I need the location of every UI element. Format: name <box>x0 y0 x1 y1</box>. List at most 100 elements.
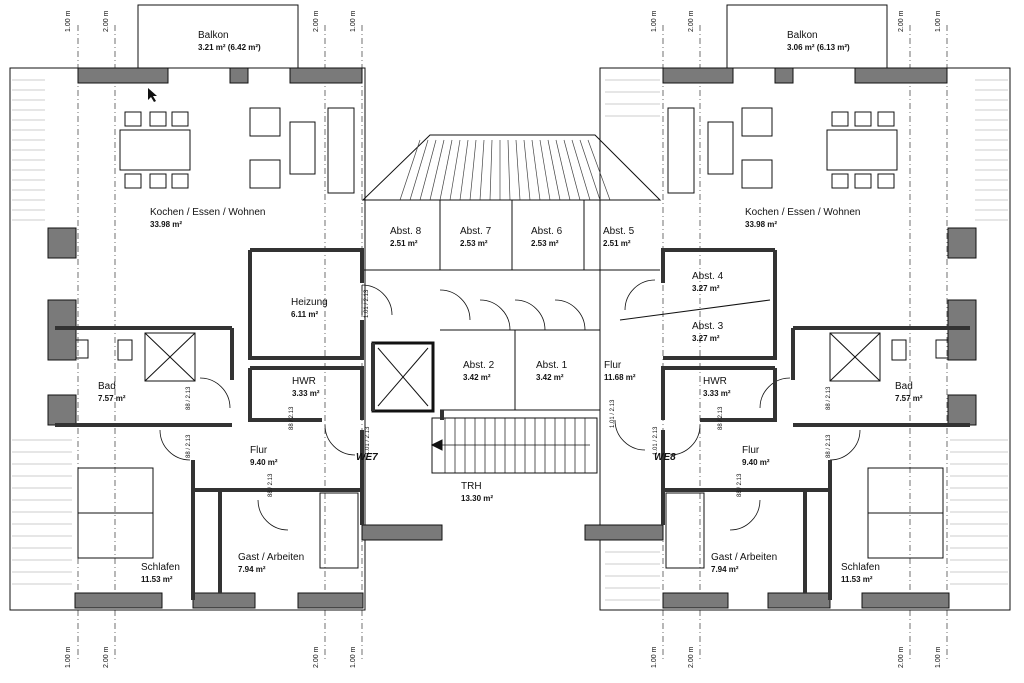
unit-tag-left: WE7 <box>356 452 378 463</box>
kochen-right-area: 33.98 m² <box>745 220 778 229</box>
dim-top-3: 2.00 m <box>313 10 320 32</box>
balkon-right-name: Balkon <box>787 30 818 41</box>
bad-left-name: Bad <box>98 381 116 392</box>
balkon-left-name: Balkon <box>198 30 229 41</box>
guest-bed-left <box>319 492 359 569</box>
toilet-right <box>891 339 907 361</box>
abst8-name: Abst. 8 <box>390 226 422 237</box>
table-right <box>826 129 898 171</box>
abst3-name: Abst. 3 <box>692 321 724 332</box>
dormer-hatch <box>399 139 611 201</box>
gast-right-name: Gast / Arbeiten <box>711 552 778 563</box>
dim-bottom-6: 2.00 m <box>688 646 695 668</box>
axis-lines <box>77 25 948 660</box>
door-tag-we7: 1.01 / 2.13 <box>365 426 371 455</box>
door-tag-center: 1.01 / 2.13 <box>610 399 616 428</box>
chairs-right <box>831 111 895 189</box>
hwr-right-area: 3.33 m² <box>703 389 731 398</box>
dim-bottom-1: 1.00 m <box>65 646 72 668</box>
heizung-area: 6.11 m² <box>291 310 319 319</box>
dim-bottom-5: 1.00 m <box>651 646 658 668</box>
gast-left-name: Gast / Arbeiten <box>238 552 305 563</box>
abst8-area: 2.51 m² <box>390 239 418 248</box>
mouse-cursor <box>148 88 157 102</box>
door-tag-bad-left: 88 / 2.13 <box>186 386 192 410</box>
abst4-name: Abst. 4 <box>692 271 724 282</box>
abst3-area: 3.27 m² <box>692 334 720 343</box>
door-tag-heizung: 1.01 / 2.13 <box>364 289 370 318</box>
hwr-right-name: HWR <box>703 376 727 387</box>
stair-arrow <box>430 439 443 451</box>
chairs-left <box>124 111 189 189</box>
dim-top-1: 1.00 m <box>65 10 72 32</box>
schlafen-left-name: Schlafen <box>141 562 180 573</box>
stair-treads <box>440 418 590 473</box>
abst6-name: Abst. 6 <box>531 226 563 237</box>
dormer-roof <box>361 134 662 201</box>
hwr-left-name: HWR <box>292 376 316 387</box>
abst2-area: 3.42 m² <box>463 373 491 382</box>
inner-walls <box>55 248 970 600</box>
door-tag-flur-left: 88 / 2.13 <box>186 434 192 458</box>
roof-hatch-right <box>605 79 1008 601</box>
bad-right-name: Bad <box>895 381 913 392</box>
bad-left-area: 7.57 m² <box>98 394 126 403</box>
trh-name: TRH <box>461 481 482 492</box>
dim-top-8: 1.00 m <box>935 10 942 32</box>
abst5-name: Abst. 5 <box>603 226 635 237</box>
table-left <box>119 129 191 171</box>
door-tag-gast-right: 88 / 2.13 <box>737 473 743 497</box>
flur-center-name: Flur <box>604 360 622 371</box>
door-tag-flur-right: 88 / 2.13 <box>826 434 832 458</box>
door-tag-hwr-right: 88 / 2.13 <box>718 406 724 430</box>
dim-top-2: 2.00 m <box>103 10 110 32</box>
flur-right-name: Flur <box>742 445 760 456</box>
abst5-area: 2.51 m² <box>603 239 631 248</box>
balkon-left-outline <box>137 4 299 69</box>
schlafen-right-name: Schlafen <box>841 562 880 573</box>
dim-bottom-3: 2.00 m <box>313 646 320 668</box>
unit-tag-right: WE8 <box>654 452 676 463</box>
guest-bed-right <box>665 492 705 569</box>
bad-right-area: 7.57 m² <box>895 394 923 403</box>
abst7-name: Abst. 7 <box>460 226 492 237</box>
door-tag-hwr-left: 88 / 2.13 <box>289 406 295 430</box>
dim-bottom-8: 1.00 m <box>935 646 942 668</box>
schlafen-left-area: 11.53 m² <box>141 575 173 584</box>
trh-area: 13.30 m² <box>461 494 494 503</box>
dim-top-6: 2.00 m <box>688 10 695 32</box>
toilet-left <box>117 339 133 361</box>
dim-bottom-4: 1.00 m <box>350 646 357 668</box>
gast-right-area: 7.94 m² <box>711 565 739 574</box>
abst1-name: Abst. 1 <box>536 360 568 371</box>
abst6-area: 2.53 m² <box>531 239 559 248</box>
stair-outline <box>431 417 598 474</box>
flur-right-area: 9.40 m² <box>742 458 770 467</box>
door-tag-we8: 1.01 / 2.13 <box>653 426 659 455</box>
door-tag-bad-right: 88 / 2.13 <box>826 386 832 410</box>
flur-left-area: 9.40 m² <box>250 458 278 467</box>
roof-hatch-left <box>12 79 362 585</box>
flur-center-area: 11.68 m² <box>604 373 636 382</box>
abst4-area: 3.27 m² <box>692 284 720 293</box>
shower-left <box>144 332 196 382</box>
balkon-right-area: 3.06 m² (6.13 m²) <box>787 43 850 52</box>
door-tag-gast-left: 88 / 2.13 <box>268 473 274 497</box>
dim-top-5: 1.00 m <box>651 10 658 32</box>
flur-left-name: Flur <box>250 445 268 456</box>
kochen-left-name: Kochen / Essen / Wohnen <box>150 207 266 218</box>
dim-bottom-7: 2.00 m <box>898 646 905 668</box>
abst2-name: Abst. 2 <box>463 360 495 371</box>
walls <box>47 67 977 609</box>
dim-bottom-2: 2.00 m <box>103 646 110 668</box>
kochen-left-area: 33.98 m² <box>150 220 183 229</box>
balkon-right-outline <box>726 4 888 69</box>
schlafen-right-area: 11.53 m² <box>841 575 873 584</box>
abst7-area: 2.53 m² <box>460 239 488 248</box>
balkon-left-area: 3.21 m² (6.42 m²) <box>198 43 261 52</box>
shower-right <box>829 332 881 382</box>
abst1-area: 3.42 m² <box>536 373 564 382</box>
hwr-left-area: 3.33 m² <box>292 389 320 398</box>
